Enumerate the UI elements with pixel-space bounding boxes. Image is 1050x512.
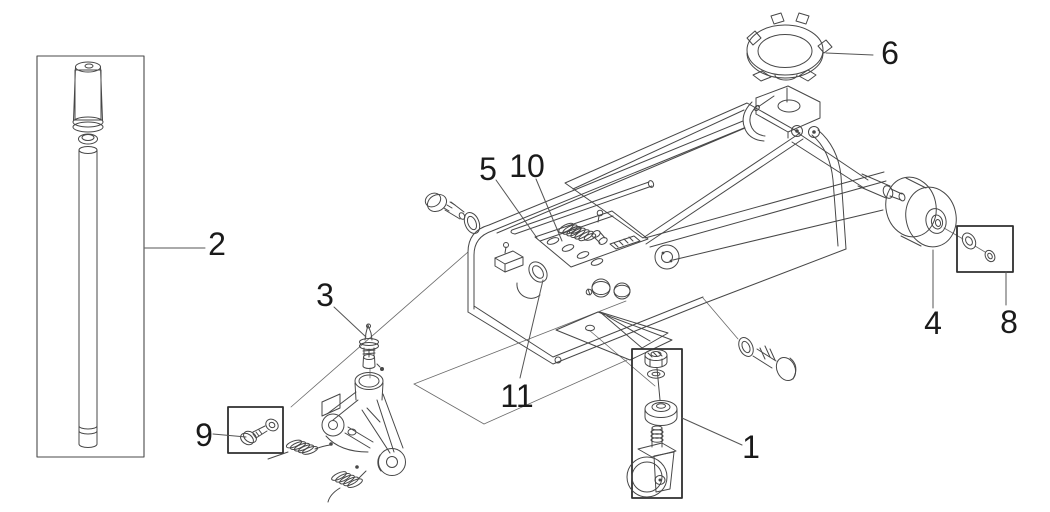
callout-6-label: 6: [881, 35, 899, 71]
part-9-bolt-kit: [227, 406, 284, 454]
caster-stem: [650, 425, 664, 448]
leader-line-6: [825, 52, 874, 56]
lock-nut: [644, 349, 668, 368]
saddle-mount: [742, 85, 821, 142]
part-4-rear-wheel: [885, 176, 957, 248]
part-8-washer-kit: [956, 225, 1014, 273]
caster-wheel: [626, 442, 677, 498]
caster-washer: [647, 369, 665, 379]
lift-arm-plate: [564, 102, 801, 239]
assembly-alignment-lines: [290, 227, 986, 425]
return-spring-a: [267, 439, 333, 460]
handle-grip: [72, 61, 104, 133]
leader-line-10: [535, 178, 563, 242]
handle-socket: [354, 367, 384, 401]
rear-bolt: [752, 345, 797, 382]
part-3-pin: [359, 323, 384, 371]
callout-9-label: 9: [195, 417, 213, 453]
part-8-detail-box: [956, 225, 1014, 273]
callout-1-label: 1: [742, 429, 760, 465]
front-washer: [463, 211, 481, 235]
callout-4-label: 4: [924, 305, 942, 341]
front-pivot-assembly: [267, 367, 406, 503]
part-2-detail-box: [36, 55, 145, 458]
part-6-saddle-ring: [746, 12, 833, 82]
part-1-caster-assembly: [626, 348, 683, 499]
pump-mechanism: [424, 180, 797, 382]
leader-line-9: [212, 433, 247, 438]
arm-pivot-bearing: [654, 244, 680, 270]
front-bolt: [424, 192, 466, 220]
yoke-body: [321, 391, 404, 454]
set-screw: [376, 363, 384, 371]
hex-nut: [265, 418, 279, 432]
callout-3-label: 3: [316, 277, 334, 313]
handle-rod: [78, 146, 98, 448]
chassis-frame: [467, 120, 847, 365]
end-caps: [591, 278, 631, 300]
part-1-detail-box: [631, 348, 683, 499]
deck-screw: [596, 209, 604, 223]
handle-collar: [78, 133, 98, 145]
deck-screw-2: [585, 288, 593, 296]
return-spring-b: [327, 465, 367, 503]
leader-line-5: [495, 179, 538, 239]
callout-10-label: 10: [509, 148, 545, 184]
callout-8-label: 8: [1000, 304, 1018, 340]
part-9-detail-box: [227, 406, 284, 454]
snap-ring: [984, 249, 996, 263]
bearing-race: [644, 400, 678, 426]
callout-11-label: 11: [500, 378, 533, 414]
leader-line-3: [333, 306, 367, 338]
flange-bolt: [240, 425, 268, 446]
rear-axle: [857, 173, 906, 202]
leader-line-1: [681, 417, 743, 446]
leader-line-11: [519, 279, 544, 379]
callouts: 1 2 3 4 5 6 8 9 10 11: [144, 35, 1018, 465]
callout-2-label: 2: [208, 226, 226, 262]
release-grommet: [528, 261, 548, 283]
valve-fitting: [591, 230, 608, 245]
lift-arm-assembly: [564, 85, 906, 270]
washer: [961, 232, 977, 250]
rear-washer: [738, 337, 754, 357]
callout-5-label: 5: [479, 151, 497, 187]
part-2-handle-assembly: [36, 55, 145, 458]
clevis-block: [494, 242, 524, 273]
front-wheel: [377, 448, 406, 476]
